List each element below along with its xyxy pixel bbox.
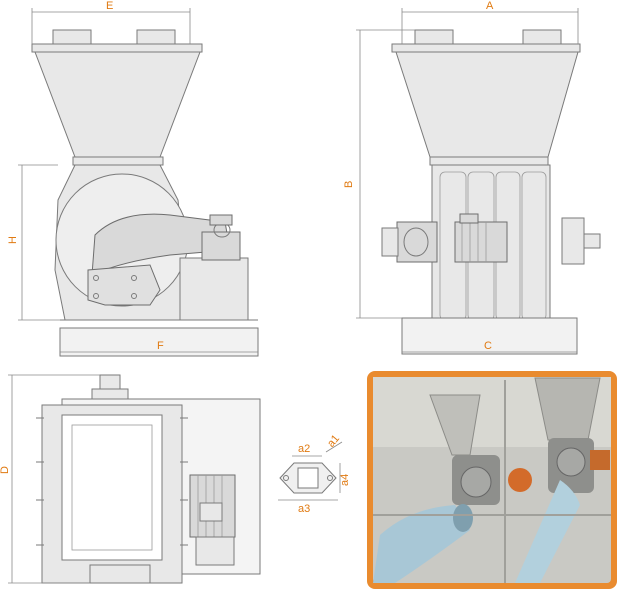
dim-label-a4: a4 <box>339 474 351 486</box>
top-view <box>8 374 261 584</box>
side-view <box>356 8 601 355</box>
machine-photo <box>367 371 617 589</box>
dim-label-H: H <box>7 236 19 244</box>
dim-label-B: B <box>343 181 355 188</box>
dim-label-C: C <box>484 340 492 352</box>
dim-label-a3: a3 <box>298 503 310 515</box>
dim-label-E: E <box>106 0 113 12</box>
dim-label-A: A <box>486 0 494 12</box>
dim-label-F: F <box>157 340 164 352</box>
dim-label-a2: a2 <box>298 443 310 455</box>
dim-label-D: D <box>0 466 11 474</box>
dim-label-a1: a1 <box>325 433 342 450</box>
front-view <box>18 8 259 357</box>
flange-detail <box>278 441 343 501</box>
